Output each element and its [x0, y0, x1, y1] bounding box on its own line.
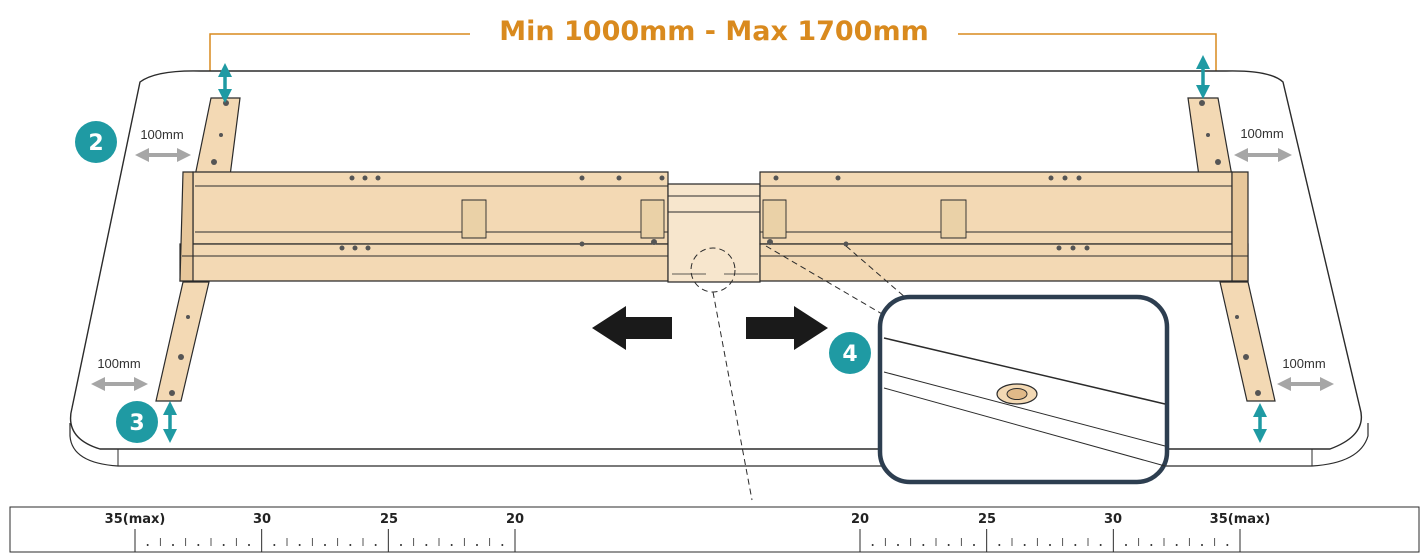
scale-dot	[450, 544, 453, 546]
scale-dot	[998, 544, 1001, 546]
offset-label-bottom-right: 100mm	[1282, 356, 1325, 371]
scale-dot	[146, 544, 149, 546]
scale-dot	[425, 544, 428, 546]
scale-right-label-35max: 35(max)	[1210, 512, 1271, 527]
scale-dot	[1150, 544, 1153, 546]
scale-dot	[1023, 544, 1026, 546]
vertical-adjust-arrows	[163, 55, 1267, 443]
width-range-title: Min 1000mm - Max 1700mm	[499, 16, 928, 47]
offset-label-top-left: 100mm	[140, 127, 183, 142]
arrow-right-icon	[746, 306, 828, 350]
scale-dot	[374, 544, 377, 546]
bolt-detail-callout	[877, 294, 1170, 485]
step-badge-3: 3	[116, 401, 158, 443]
frame-bolts	[169, 100, 1261, 396]
scale-left-label-35max: 35(max)	[105, 512, 166, 527]
scale-dot	[1226, 544, 1229, 546]
frame-details	[182, 185, 1248, 257]
scale-left-label-25: 25	[380, 512, 398, 527]
scale-dot	[273, 544, 276, 546]
scale-left	[134, 529, 516, 552]
scale-dot	[1175, 544, 1178, 546]
scale-panel	[9, 506, 1420, 553]
scale-dot	[324, 544, 326, 546]
scale-dot	[897, 544, 899, 546]
scale-dot	[349, 544, 352, 546]
scale-dot	[501, 544, 504, 546]
offset-label-bottom-left: 100mm	[97, 356, 140, 371]
scale-right-label-20: 20	[851, 512, 869, 527]
step-badge-3-label: 3	[129, 411, 144, 436]
scale-dot	[248, 544, 250, 546]
scale-dot	[197, 544, 200, 546]
scale-dot	[973, 544, 975, 546]
step-badge-4-label: 4	[842, 342, 857, 367]
offset-label-top-right: 100mm	[1240, 126, 1283, 141]
step-badge-4: 4	[829, 332, 871, 374]
scale-dot	[172, 544, 174, 546]
scale-dot	[1099, 544, 1102, 546]
scale-dot	[400, 544, 402, 546]
scale-left-label-20: 20	[506, 512, 524, 527]
scale-dot	[1074, 544, 1077, 546]
step-badge-2: 2	[75, 121, 117, 163]
scale-right	[859, 529, 1241, 552]
scale-right-label-25: 25	[978, 512, 996, 527]
scale-left-label-30: 30	[253, 512, 271, 527]
scale-dot	[298, 544, 301, 546]
scale-dot	[476, 544, 478, 546]
scale-right-label-30: 30	[1104, 512, 1122, 527]
scale-dot	[1201, 544, 1203, 546]
step-badge-2-label: 2	[88, 131, 103, 156]
arrow-left-icon	[592, 306, 672, 350]
horizontal-offset-arrows	[91, 148, 1334, 391]
scale-dot	[222, 544, 225, 546]
desk-frame	[155, 97, 1276, 402]
scale-dot	[1049, 544, 1051, 546]
scale-dot	[922, 544, 925, 546]
scale-dot	[1125, 544, 1127, 546]
scale-dot	[947, 544, 950, 546]
scale-dot	[871, 544, 874, 546]
